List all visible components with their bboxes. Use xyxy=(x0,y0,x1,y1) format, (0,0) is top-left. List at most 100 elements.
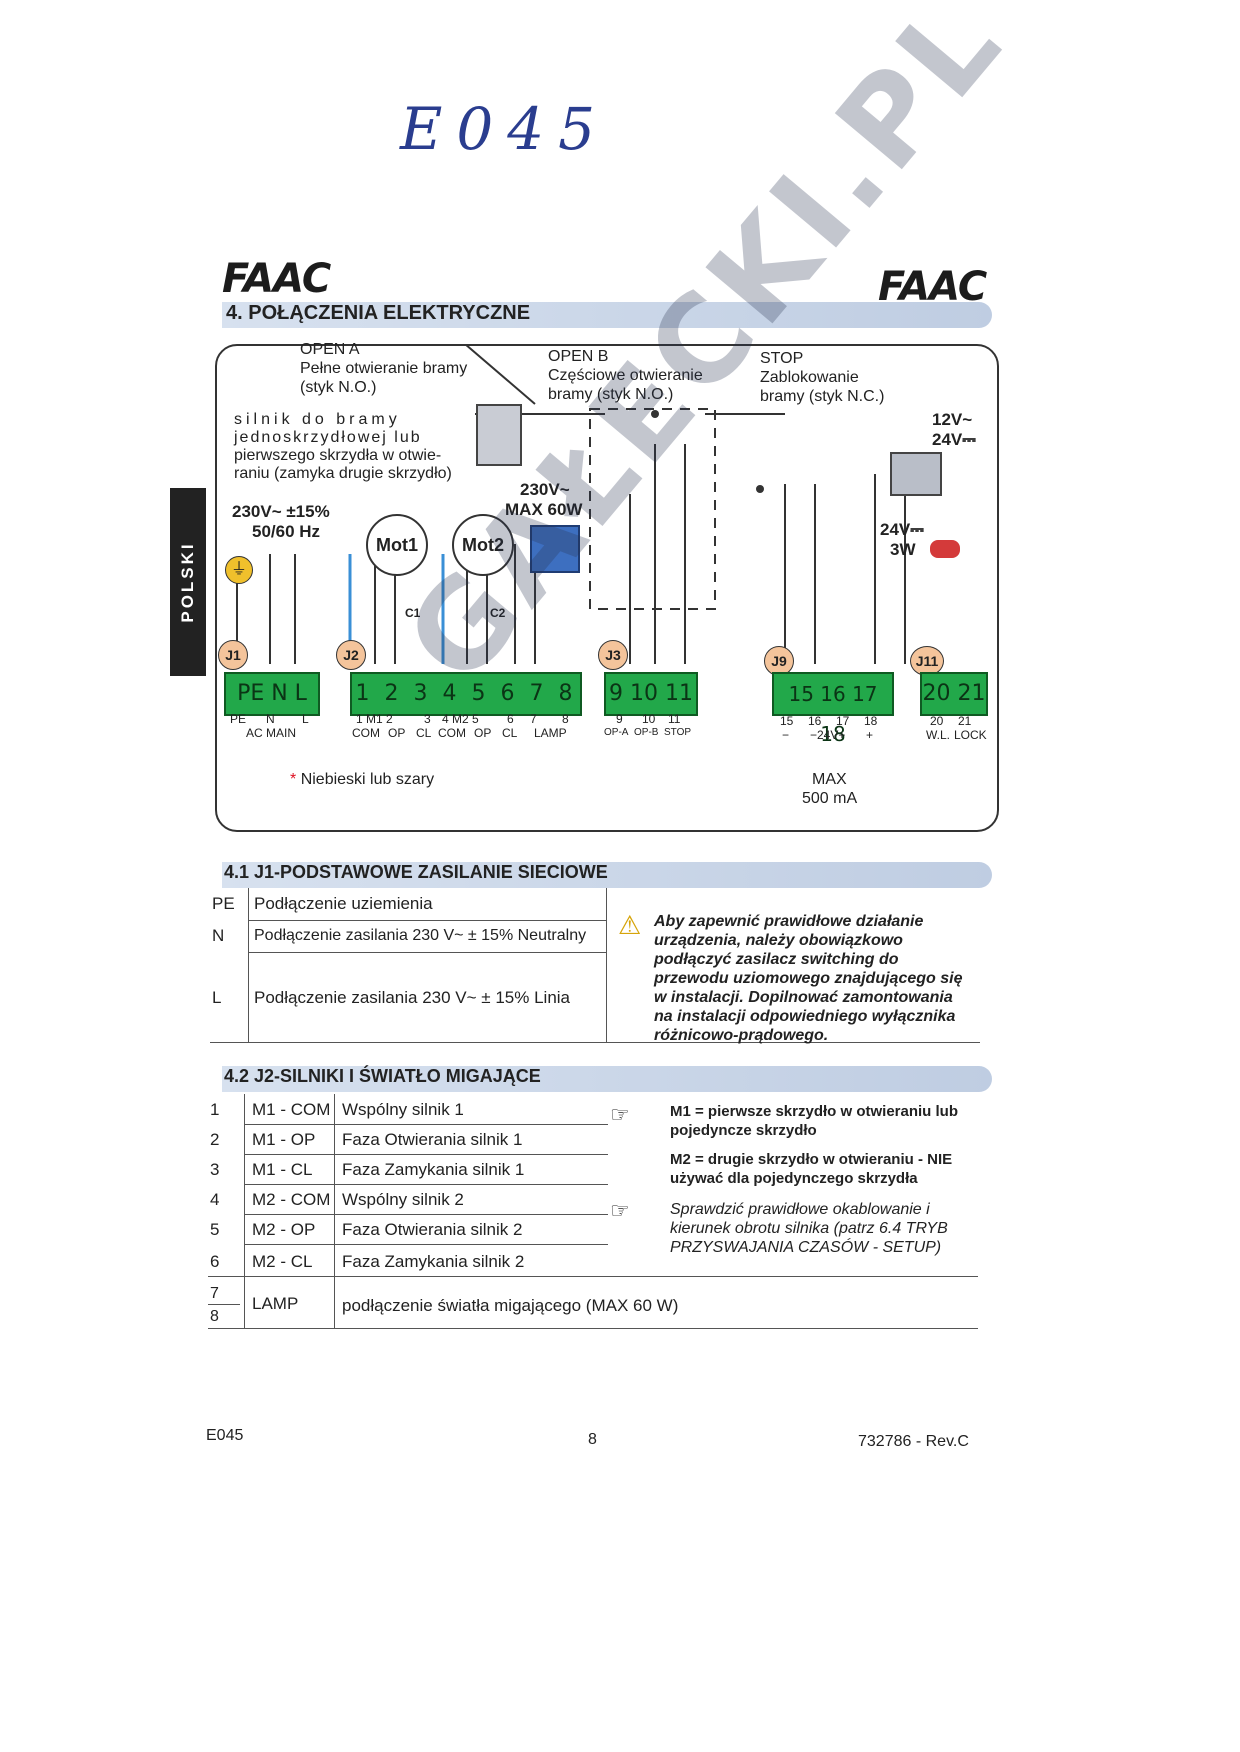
open-b-contact: bramy (styk N.O.) xyxy=(548,386,674,403)
terminal-block-j9: 15 16 17 18 xyxy=(772,672,894,746)
keyswitch-icon xyxy=(476,404,522,466)
j2-label-8: 8 xyxy=(562,712,569,726)
j3-label-opb: OP-B xyxy=(634,727,659,738)
wiring-diagram-frame xyxy=(215,344,999,832)
note-m2: M2 = drugie skrzydło w otwieraniu - NIE … xyxy=(670,1151,953,1187)
lamp-row: 7 8 LAMP podłączenie światła migającego … xyxy=(208,1282,978,1329)
pointing-hand-icon: ☞ xyxy=(610,1102,630,1127)
j9-label-minus: − xyxy=(782,728,790,742)
j3-label-9: 9 xyxy=(616,712,623,726)
j2-label-com2: COM xyxy=(438,726,466,740)
j2-row1-code: M1 - COM xyxy=(252,1100,331,1119)
motor2-icon: Mot2 xyxy=(452,514,514,576)
j1-label-pe: PE xyxy=(230,712,247,726)
j2-label-com1: COM xyxy=(352,726,380,740)
j2-label-6: 6 xyxy=(507,712,514,726)
open-b-title: OPEN B xyxy=(548,348,609,365)
lamp-voltage: 230V~ xyxy=(520,480,570,499)
ground-icon: ⏚ xyxy=(225,556,253,584)
language-side-tab: POLSKI xyxy=(170,488,206,676)
j2-row6-code: M2 - CL xyxy=(252,1252,313,1271)
section42-title: 4.2 J2-SILNIKI I ŚWIATŁO MIGAJĄCE xyxy=(224,1066,541,1086)
max-current-value: 500 mA xyxy=(802,790,858,807)
j11-label-lock: LOCK xyxy=(954,728,987,742)
electric-lock-icon xyxy=(890,452,942,496)
max-current-label: MAX xyxy=(812,771,847,788)
lamp-max: MAX 60W xyxy=(505,500,583,519)
warning-icon: ⚠ xyxy=(618,910,642,940)
j2-row3-code: M1 - CL xyxy=(252,1160,313,1179)
row-n-code: N xyxy=(212,926,225,945)
j2-row6-desc: Faza Zamykania silnik 2 xyxy=(342,1252,525,1271)
terminal-block-j1: PE N L xyxy=(224,672,320,716)
open-a-desc: Pełne otwieranie bramy xyxy=(300,360,468,377)
lamp-row-num7: 7 xyxy=(210,1285,219,1302)
section41-bar xyxy=(222,862,992,888)
motor-note-line4: raniu (zamyka drugie skrzydło) xyxy=(234,465,452,482)
terminal-block-j3: 9 10 11 xyxy=(604,672,698,716)
blue-wire-note: * Niebieski lub szary xyxy=(290,771,435,788)
motor-note-line3: pierwszego skrzydła w otwie- xyxy=(234,447,442,464)
motor1-icon: Mot1 xyxy=(366,514,428,576)
earth-warning-text: Aby zapewnić prawidłowe działanie urządz… xyxy=(654,913,963,1044)
j2-label-op1: OP xyxy=(388,726,406,740)
j9-label-17: 17 xyxy=(836,714,850,728)
j9-label-18: 18 xyxy=(864,714,878,728)
row-pe-code: PE xyxy=(212,894,235,913)
j2-row4-num: 4 xyxy=(210,1190,220,1209)
section41-title: 4.1 J1-PODSTAWOWE ZASILANIE SIECIOWE xyxy=(224,862,608,882)
j3-label-10: 10 xyxy=(642,712,656,726)
j9-label-plus: + xyxy=(866,728,874,742)
lamp-row-desc: podłączenie światła migającego (MAX 60 W… xyxy=(342,1296,679,1315)
section42-bar xyxy=(222,1066,992,1092)
j2-row6-num: 6 xyxy=(210,1252,220,1271)
j2-label-3: 3 xyxy=(424,712,431,726)
lamp-row-code: LAMP xyxy=(252,1294,299,1313)
j2-row5-code: M2 - OP xyxy=(252,1220,316,1239)
j9-label-16: 16 xyxy=(808,714,822,728)
note-wiring-check: Sprawdzić prawidłowe okablowanie i kieru… xyxy=(670,1201,948,1256)
j2-row1-desc: Wspólny silnik 1 xyxy=(342,1100,464,1119)
document-revision: 732786 - Rev.C xyxy=(858,1433,969,1450)
page-number: 8 xyxy=(588,1431,597,1448)
j2-row1-num: 1 xyxy=(210,1100,220,1119)
j2-row3-num: 3 xyxy=(210,1160,220,1179)
capacitor-c1: C1 xyxy=(405,606,421,620)
section42-table: 1 M1 - COM Wspólny silnik 1 2 M1 - OP Fa… xyxy=(208,1094,978,1284)
section41-table: PE Podłączenie uziemienia N Podłączenie … xyxy=(210,888,980,1044)
j9-label-15: 15 xyxy=(780,714,794,728)
row-pe-desc: Podłączenie uziemienia xyxy=(254,894,433,913)
j2-row2-code: M1 - OP xyxy=(252,1130,316,1149)
lamp-row-num8: 8 xyxy=(210,1308,219,1325)
supply-frequency: 50/60 Hz xyxy=(252,522,321,541)
stop-title: STOP xyxy=(760,350,804,367)
j2-row3-desc: Faza Zamykania silnik 1 xyxy=(342,1160,525,1179)
supply-voltage: 230V~ ±15% xyxy=(232,502,330,521)
j2-row2-desc: Faza Otwierania silnik 1 xyxy=(342,1130,523,1149)
row-l-code: L xyxy=(212,988,222,1007)
warning-light-icon xyxy=(930,540,960,558)
note-m1: M1 = pierwsze skrzydło w otwieraniu lub … xyxy=(670,1103,958,1139)
j2-label-m1: 1 M1 2 xyxy=(356,712,393,726)
capacitor-c2: C2 xyxy=(490,606,506,620)
j11-label-wl: W.L. xyxy=(926,728,951,742)
motor-note-line1: silnik do bramy xyxy=(234,411,401,428)
j2-label-cl2: CL xyxy=(502,726,518,740)
stop-desc: Zablokowanie xyxy=(760,369,859,386)
j2-label-m2: 4 M2 5 xyxy=(442,712,479,726)
j2-row4-desc: Wspólny silnik 2 xyxy=(342,1190,464,1209)
flashing-lamp-icon xyxy=(530,525,580,573)
j2-label-cl1: CL xyxy=(416,726,432,740)
row-l-desc: Podłączenie zasilania 230 V~ ± 15% Linia xyxy=(254,988,571,1007)
j9-label-24v: −24V+ xyxy=(810,728,846,742)
terminal-block-j2: 1 2 3 4 5 6 7 8 xyxy=(350,672,582,716)
faac-logo-left: FAAC xyxy=(222,256,331,302)
j2-label-7: 7 xyxy=(530,712,537,726)
section4-title: 4. POŁĄCZENIA ELEKTRYCZNE xyxy=(226,302,531,324)
badge-j3: J3 xyxy=(598,640,628,670)
badge-j2: J2 xyxy=(336,640,366,670)
aux-voltage: 24V⎓ xyxy=(880,520,924,539)
footer-code: E045 xyxy=(206,1427,244,1444)
j2-row4-code: M2 - COM xyxy=(252,1190,331,1209)
open-a-title: OPEN A xyxy=(300,341,360,358)
